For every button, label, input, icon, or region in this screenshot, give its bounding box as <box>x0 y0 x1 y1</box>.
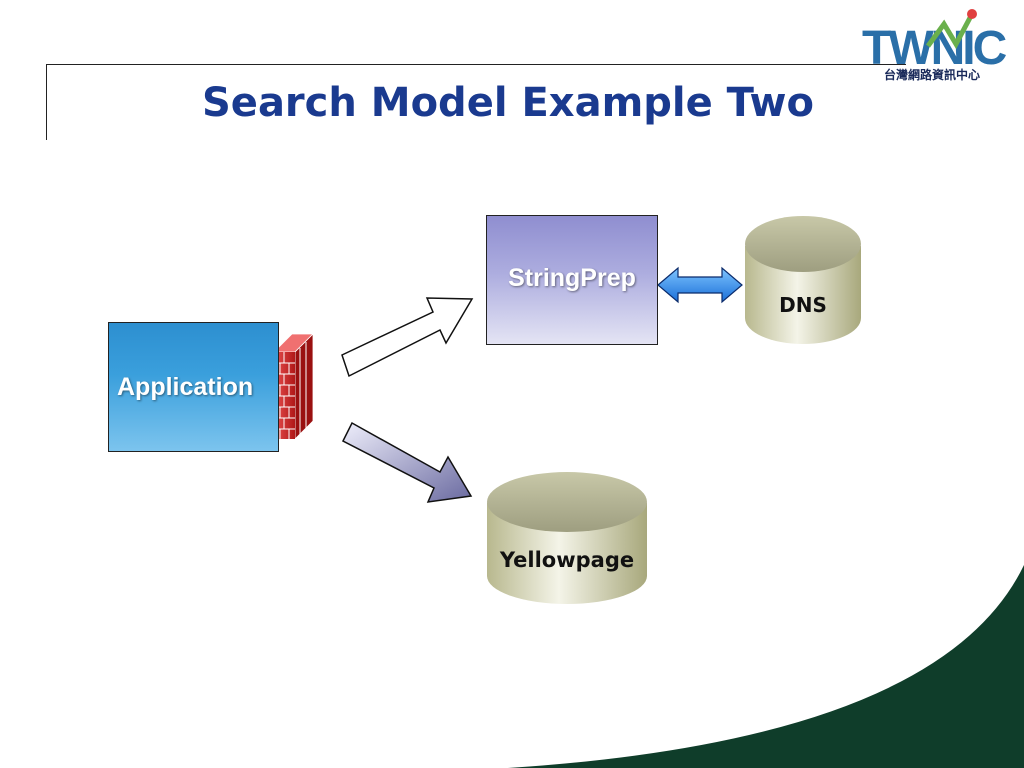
twnic-logo: TWNIC <box>858 6 1018 86</box>
logo-subtitle: 台灣網路資訊中心 <box>884 68 981 82</box>
double-arrow-stringprep-dns <box>657 266 743 304</box>
logo-text: TWNIC <box>862 22 1007 75</box>
application-box: Application <box>108 322 279 452</box>
application-label: Application <box>117 372 254 401</box>
dns-label: DNS <box>779 293 827 317</box>
header-divider-line <box>46 64 906 65</box>
stringprep-label: StringPrep <box>508 264 636 292</box>
yellowpage-database-cylinder <box>487 472 647 604</box>
arrow-to-yellowpage <box>341 421 473 503</box>
yellowpage-label: Yellowpage <box>499 548 635 572</box>
dns-database-cylinder <box>745 216 861 344</box>
header-side-line <box>46 64 47 140</box>
corner-swoosh <box>508 565 1024 768</box>
firewall-icon <box>273 333 314 440</box>
logo-check-mark <box>925 12 975 50</box>
arrow-to-stringprep <box>341 297 474 378</box>
logo-dot <box>967 9 977 19</box>
stringprep-box: StringPrep <box>486 215 658 345</box>
page-title: Search Model Example Two <box>202 80 814 126</box>
